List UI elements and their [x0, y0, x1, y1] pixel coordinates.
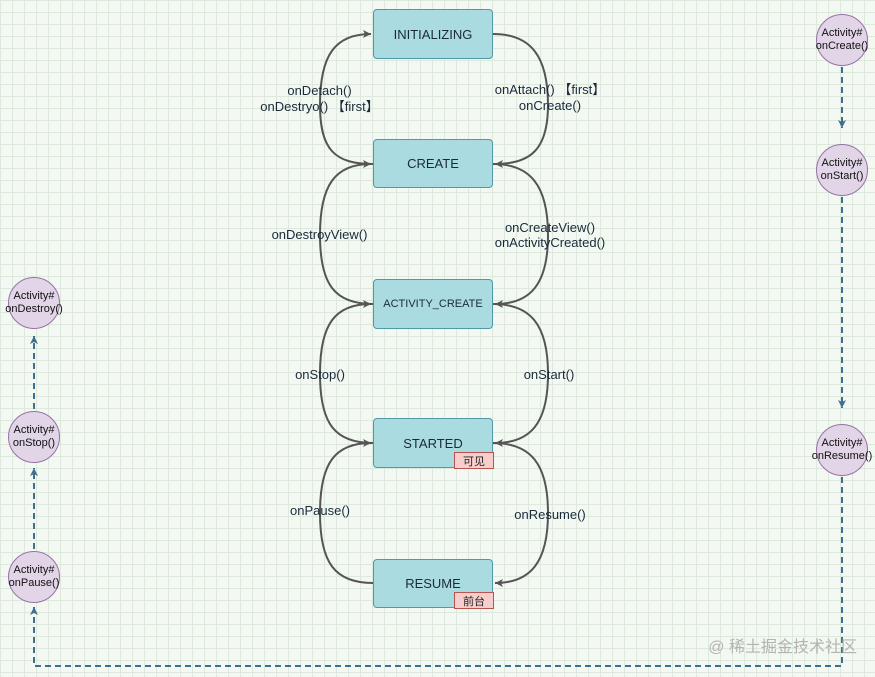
arc-oncreateview — [492, 163, 550, 308]
state-activity-create: ACTIVITY_CREATE — [373, 279, 493, 329]
state-activity-create-label: ACTIVITY_CREATE — [383, 298, 483, 310]
activity-on-resume-method: onResume() — [811, 450, 873, 462]
arc-ondetach — [318, 30, 374, 165]
activity-on-create: Activity# onCreate() — [816, 14, 868, 66]
watermark-text: 稀土掘金技术社区 — [728, 639, 857, 656]
arc-onpause — [318, 439, 374, 584]
label-on-resume: onResume() — [514, 507, 586, 522]
label-on-detach: onDetach() — [287, 83, 352, 98]
label-on-stop: onStop() — [295, 367, 345, 382]
activity-on-stop-method: onStop() — [12, 437, 56, 449]
badge-foreground: 前台 — [454, 592, 494, 609]
activity-on-stop: Activity# onStop() — [8, 411, 60, 463]
badge-visible: 可见 — [454, 452, 494, 469]
state-started-label: STARTED — [403, 435, 463, 451]
activity-on-pause-method: onPause() — [8, 577, 60, 589]
watermark: @ 稀土掘金技术社区 — [708, 633, 857, 657]
watermark-logo-icon: @ — [708, 639, 725, 656]
state-initializing: INITIALIZING — [373, 9, 493, 59]
arc-onattach — [492, 33, 550, 168]
label-on-attach-first: onAttach() 【first】 — [494, 82, 606, 97]
activity-on-stop-prefix: Activity# — [13, 424, 55, 436]
activity-on-destroy-method: onDestroy() — [5, 303, 63, 315]
activity-on-destroy-prefix: Activity# — [13, 290, 55, 302]
label-on-activity-created: onActivityCreated() — [494, 235, 606, 250]
state-create-label: CREATE — [407, 156, 459, 171]
activity-on-destroy: Activity# onDestroy() — [5, 277, 63, 329]
activity-on-create-method: onCreate() — [815, 40, 869, 52]
label-on-create: onCreate() — [518, 98, 582, 113]
label-on-start: onStart() — [523, 367, 575, 382]
activity-on-start-prefix: Activity# — [821, 157, 863, 169]
activity-on-create-prefix: Activity# — [821, 27, 863, 39]
arc-ondestroyview — [318, 160, 374, 305]
label-on-create-view: onCreateView() — [504, 220, 596, 235]
activity-on-start: Activity# onStart() — [816, 144, 868, 196]
arc-onresume — [492, 442, 550, 587]
label-on-destroy-view: onDestroyView() — [271, 227, 368, 242]
label-on-pause: onPause() — [290, 503, 350, 518]
activity-on-pause: Activity# onPause() — [8, 551, 60, 603]
flow-resume-pause — [30, 477, 843, 667]
activity-on-pause-prefix: Activity# — [13, 564, 55, 576]
arc-onstop — [318, 300, 374, 444]
activity-on-resume: Activity# onResume() — [812, 424, 872, 476]
state-initializing-label: INITIALIZING — [393, 26, 473, 42]
label-on-destroy-first: onDestryo() 【first】 — [260, 99, 379, 114]
activity-on-start-method: onStart() — [820, 170, 864, 182]
activity-on-resume-prefix: Activity# — [821, 437, 863, 449]
state-resume-label: RESUME — [405, 576, 461, 591]
arc-onstart — [492, 303, 550, 447]
state-create: CREATE — [373, 139, 493, 188]
